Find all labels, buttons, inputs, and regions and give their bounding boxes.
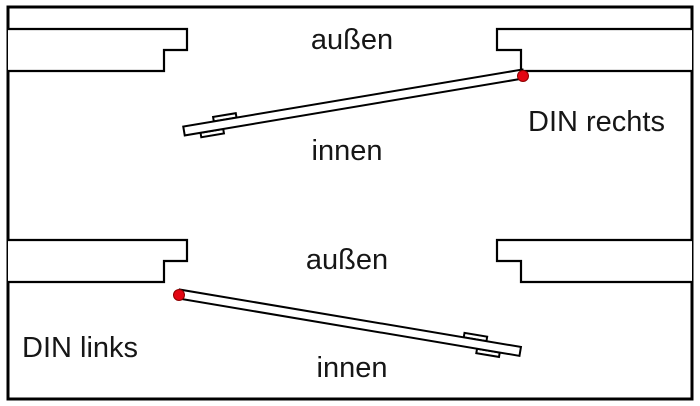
label-din-rechts: DIN rechts [528,106,665,138]
figure-border [6,5,694,401]
wall-right [495,27,692,73]
label-outside: außen [311,24,393,56]
hinge-dot [517,70,529,82]
door-leaf [177,288,523,359]
wall-left [8,238,189,284]
label-din-links: DIN links [22,332,138,364]
door-panel [182,68,526,137]
wall-left [8,27,189,73]
label-inside: innen [312,135,383,167]
door-panel [177,288,523,357]
bottom-diagram: außen innen DIN links [8,238,692,384]
door-leaf [182,68,526,139]
label-outside: außen [306,244,388,276]
label-inside: innen [317,352,388,384]
top-diagram: außen innen DIN rechts [8,24,692,167]
wall-right [495,238,692,284]
hinge-dot [173,289,185,301]
